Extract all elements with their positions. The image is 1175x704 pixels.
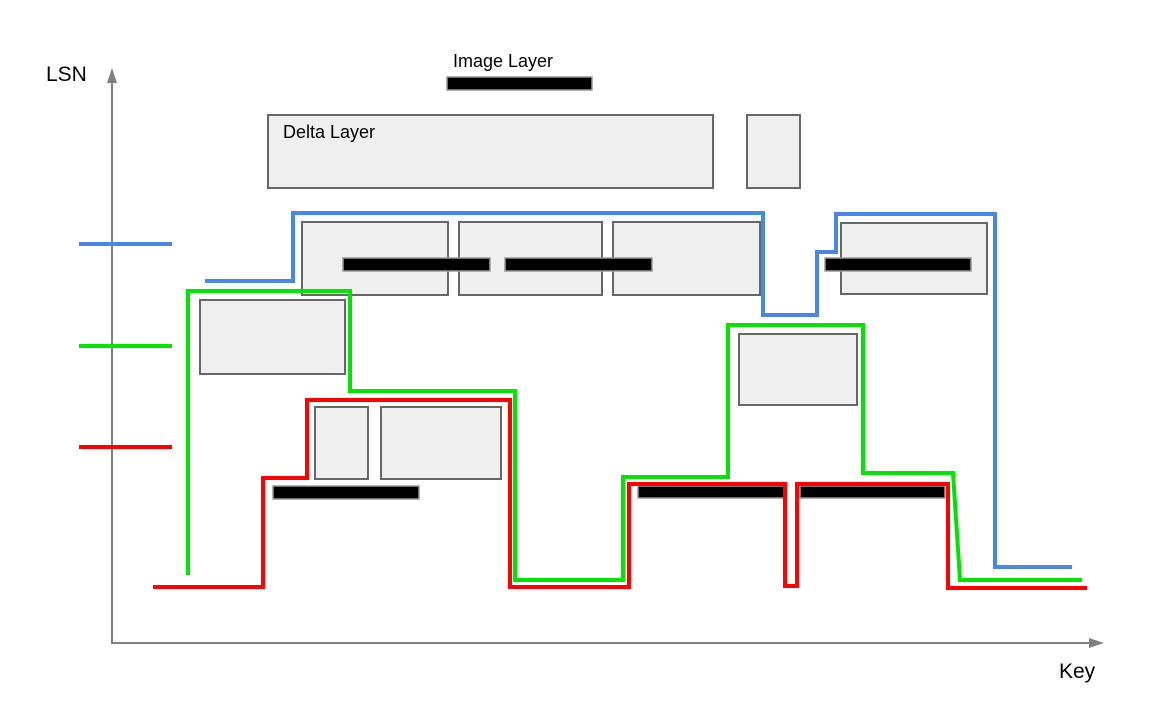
lsn-line-red bbox=[153, 398, 1087, 590]
lsn-line-green bbox=[186, 289, 1082, 582]
image-layer-legend-label: Image Layer bbox=[453, 51, 554, 71]
lsn-line-blue bbox=[205, 211, 1072, 569]
y-axis-arrowhead bbox=[107, 68, 117, 83]
image-layer-bar-5 bbox=[637, 485, 785, 499]
key-axis-label: Key bbox=[1059, 660, 1096, 683]
delta-layer-box-2 bbox=[746, 114, 801, 189]
x-axis-arrowhead bbox=[1089, 638, 1104, 648]
image-layer-bar-3 bbox=[824, 257, 972, 272]
image-layer-bar-4 bbox=[272, 485, 420, 500]
delta-layer-box-10 bbox=[380, 406, 502, 480]
delta-layer-label: Delta Layer bbox=[283, 122, 376, 142]
delta-layer-box-8 bbox=[738, 333, 858, 406]
lsn-axis-label: LSN bbox=[46, 63, 87, 86]
image-layer-bar-2 bbox=[504, 257, 653, 272]
image-layer-bar-6 bbox=[799, 485, 946, 499]
delta-layer-legend-box bbox=[267, 114, 714, 189]
delta-layer-box-9 bbox=[314, 406, 369, 480]
image-layer-bar-1 bbox=[342, 257, 491, 272]
image-layer-legend-bar bbox=[446, 76, 593, 91]
delta-layer-box-7 bbox=[199, 299, 346, 375]
